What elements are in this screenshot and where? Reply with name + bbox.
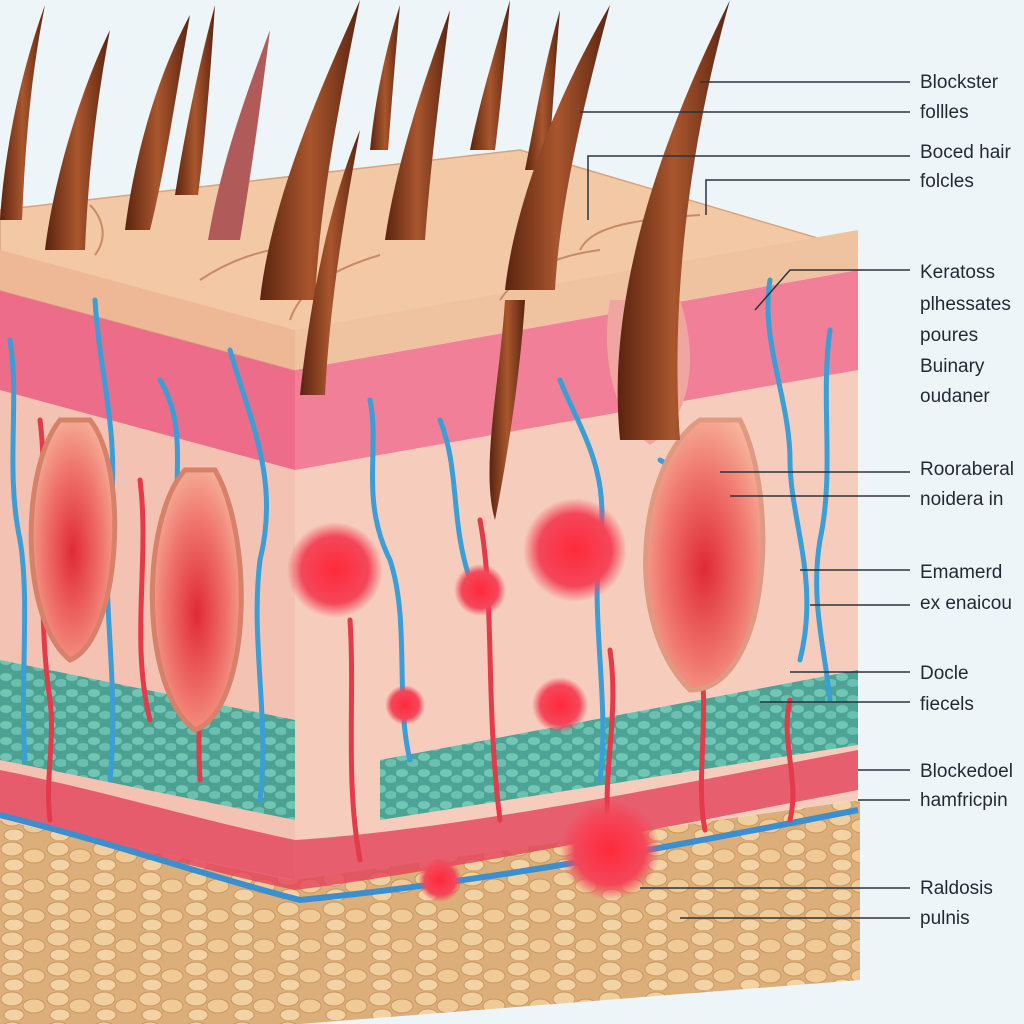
hair-strand (175, 5, 215, 195)
hair-strand (300, 130, 360, 395)
teal-cell-band (0, 660, 295, 820)
label-pulnis: pulnis (920, 908, 970, 929)
follicle-sac (150, 467, 244, 733)
label-blockster: Blockster (920, 72, 999, 93)
papillary-band-front (0, 290, 295, 470)
teal-cell-band-side (380, 670, 858, 820)
leader-lines (580, 81, 910, 919)
label-noidera-in: noidera in (920, 489, 1004, 510)
label-folcles: folcles (920, 171, 974, 192)
inflammation-spot (287, 522, 383, 618)
label-boced-hair: Boced hair (920, 142, 1011, 163)
follicle-sac (28, 417, 118, 663)
inflammation-spots (287, 498, 660, 902)
label-buinary: Buinary (920, 356, 985, 377)
epidermis-front (0, 250, 295, 370)
hair-strand (525, 10, 560, 170)
hair-strand (0, 5, 45, 220)
label-ex-enaicou: ex enaicou (920, 593, 1012, 614)
hair-strands (0, 0, 730, 440)
hair-strand (45, 30, 110, 250)
hair-strand (208, 30, 270, 240)
red-vessel-band (0, 750, 858, 890)
hair-strand (385, 10, 450, 240)
label-hamfricpin: hamfricpin (920, 790, 1008, 811)
follicle-sacs (28, 417, 766, 733)
label-fiecels: fiecels (920, 694, 974, 715)
epidermis-side (295, 230, 858, 370)
inflammation-spot (385, 685, 425, 725)
label-rooraberal: Rooraberal (920, 459, 1014, 480)
hair-strand (617, 0, 730, 440)
hair-strand (125, 15, 190, 230)
label-emamerd: Emamerd (920, 562, 1003, 583)
blue-vessel-band (0, 807, 859, 904)
label-oudaner: oudaner (920, 386, 990, 407)
label-follles: follles (920, 102, 969, 123)
hair-strand (370, 5, 400, 150)
inflammation-spot (454, 564, 506, 616)
label-blockedoel: Blockedoel (920, 761, 1013, 782)
hair-shaft-deep (489, 300, 525, 520)
follicle-sac (643, 417, 766, 693)
hair-strand (260, 0, 360, 300)
inflammation-spot (532, 677, 588, 733)
inflammation-spot (523, 498, 627, 602)
hair-strand (505, 5, 610, 290)
label-docle: Docle (920, 663, 969, 684)
inflammation-spot (418, 858, 462, 902)
inflammation-spot (560, 800, 660, 900)
hair-strand (470, 0, 510, 150)
label-plhessates: plhessates (920, 294, 1011, 315)
papillary-band-side (295, 270, 858, 470)
label-raldosis: Raldosis (920, 878, 993, 899)
label-poures: poures (920, 325, 979, 346)
label-keratoss: Keratoss (920, 262, 995, 283)
